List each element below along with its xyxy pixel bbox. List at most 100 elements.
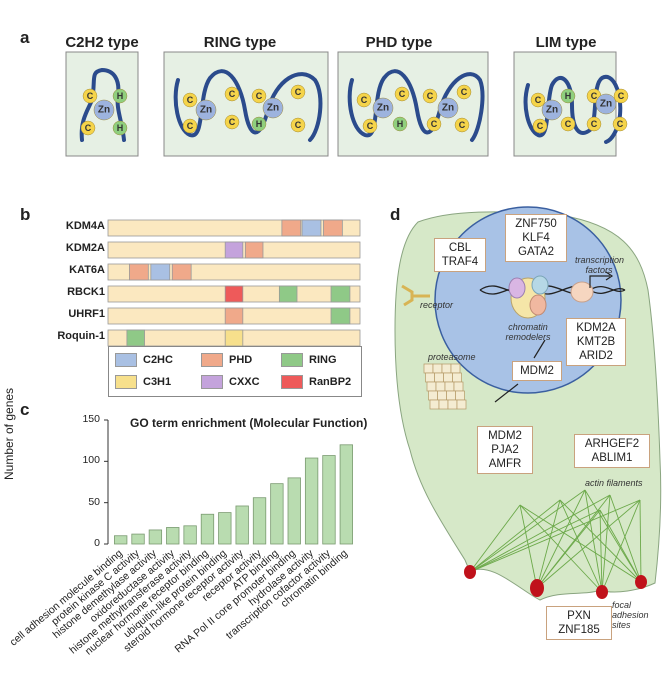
residue-label: C xyxy=(295,120,302,130)
c2h2-type-title: C2H2 type xyxy=(65,34,139,51)
bar xyxy=(114,535,128,545)
residue-label: C xyxy=(459,120,466,130)
arrow-mdm2-to-mdm2b xyxy=(494,383,519,403)
actin-filament xyxy=(536,499,561,589)
protein-label-rbck1: RBCK1 xyxy=(67,286,105,298)
legend-phd: PHD xyxy=(201,353,252,367)
cysteine-residue xyxy=(422,88,438,104)
y-tick-label: 0 xyxy=(94,537,100,549)
dna-strand-1 xyxy=(479,285,626,295)
panel-a-letter: a xyxy=(20,28,30,47)
label-transcription-factors: transcription factors xyxy=(575,255,625,275)
ring-type-title: RING type xyxy=(203,34,277,51)
domain-phd xyxy=(171,263,192,281)
residue-label: C xyxy=(427,91,434,101)
proteasome-subunit xyxy=(444,381,455,392)
tss-arrowhead xyxy=(605,271,614,281)
legend-swatch xyxy=(201,353,223,367)
cysteine-residue xyxy=(80,120,96,136)
chart-title: GO term enrichment (Molecular Function) xyxy=(130,416,368,430)
actin-filament xyxy=(601,494,611,593)
bar xyxy=(200,513,215,545)
panel-c-letter: c xyxy=(20,400,30,419)
histidine-residue xyxy=(112,88,128,104)
residue-label: C xyxy=(591,119,598,129)
domain-legend: C2HC PHD RING C3H1 CXXC RanBP2 xyxy=(108,346,362,397)
domain-phd xyxy=(129,263,149,281)
residue-label: C xyxy=(187,95,194,105)
y-tick-label: 50 xyxy=(88,495,100,508)
box-arhgef2-ablim1: ARHGEF2 ABLIM1 xyxy=(574,434,650,468)
residue-label: Zn xyxy=(600,99,612,110)
residue-label: C xyxy=(229,117,236,127)
cysteine-residue xyxy=(456,84,472,100)
proteasome-subunit xyxy=(446,390,456,401)
proteasome-subunit xyxy=(428,390,438,401)
protein-label-roquin1: Roquin-1 xyxy=(57,330,105,342)
cysteine-residue xyxy=(251,88,267,104)
legend-swatch xyxy=(281,375,303,389)
proteasome-subunit xyxy=(441,363,452,374)
cysteine-residue xyxy=(290,117,306,133)
panel-b-letter: b xyxy=(20,205,31,224)
actin-filament xyxy=(519,504,642,583)
label-focal-adhesion-sites: focal adhesion sites xyxy=(612,600,649,630)
proteasome-subunit xyxy=(443,372,453,383)
residue-label: C xyxy=(399,89,406,99)
panel-d-letter: d xyxy=(390,205,401,224)
residue-label: Zn xyxy=(200,105,212,116)
domain-phd xyxy=(281,219,302,237)
cysteine-residue xyxy=(394,86,410,102)
residue-label: H xyxy=(565,91,572,101)
zf-backbone xyxy=(523,74,623,144)
cysteine-residue xyxy=(224,86,240,102)
y-tick-label: 100 xyxy=(82,454,100,467)
zinc-ion xyxy=(437,97,459,119)
actin-filament xyxy=(536,509,601,589)
actin-filament xyxy=(536,489,586,589)
residue-label: C xyxy=(361,95,368,105)
chromatin-remodeler xyxy=(508,277,526,299)
residue-label: C xyxy=(87,91,94,101)
legend-swatch xyxy=(115,353,137,367)
histidine-residue xyxy=(112,120,128,136)
focal-adhesion-site xyxy=(530,579,544,597)
box-kdm2a-kmt2b-arid2: KDM2A KMT2B ARID2 xyxy=(566,318,626,366)
cysteine-residue xyxy=(532,118,548,134)
zinc-ion xyxy=(541,99,563,121)
legend-c3h1: C3H1 xyxy=(115,375,171,389)
residue-label: H xyxy=(256,119,263,129)
bar xyxy=(270,483,284,545)
bar xyxy=(235,505,249,545)
proteasome-subunit xyxy=(456,399,467,410)
residue-label: C xyxy=(461,87,468,97)
actin-filament xyxy=(559,499,603,593)
receptor-shape xyxy=(401,284,430,307)
actin-filament xyxy=(469,499,561,573)
protein-label-kdm4a: KDM4A xyxy=(65,220,105,232)
actin-filament xyxy=(469,494,611,573)
residue-label: C xyxy=(565,119,572,129)
proteasome-shape xyxy=(423,363,467,410)
proteasome-subunit xyxy=(429,399,440,410)
domain-ranbp2 xyxy=(224,285,244,303)
legend-label: C3H1 xyxy=(143,376,172,388)
domain-phd xyxy=(244,241,264,259)
legend-label: CXXC xyxy=(229,376,260,388)
proteasome-subunit xyxy=(426,381,437,392)
actin-filament xyxy=(559,499,642,583)
residue-label: C xyxy=(85,123,92,133)
residue-label: C xyxy=(535,95,542,105)
actin-filament xyxy=(469,499,641,573)
actin-filament xyxy=(599,509,642,583)
protein-bar xyxy=(107,263,361,281)
proteasome-subunit xyxy=(453,381,464,392)
domain-phd xyxy=(323,219,343,237)
proteasome-subunit xyxy=(434,372,444,383)
domain-ring xyxy=(278,285,298,303)
transcription-factor-blob xyxy=(570,281,594,303)
bar xyxy=(287,477,301,545)
tss-arrow xyxy=(589,275,610,288)
legend-label: RING xyxy=(309,354,337,366)
